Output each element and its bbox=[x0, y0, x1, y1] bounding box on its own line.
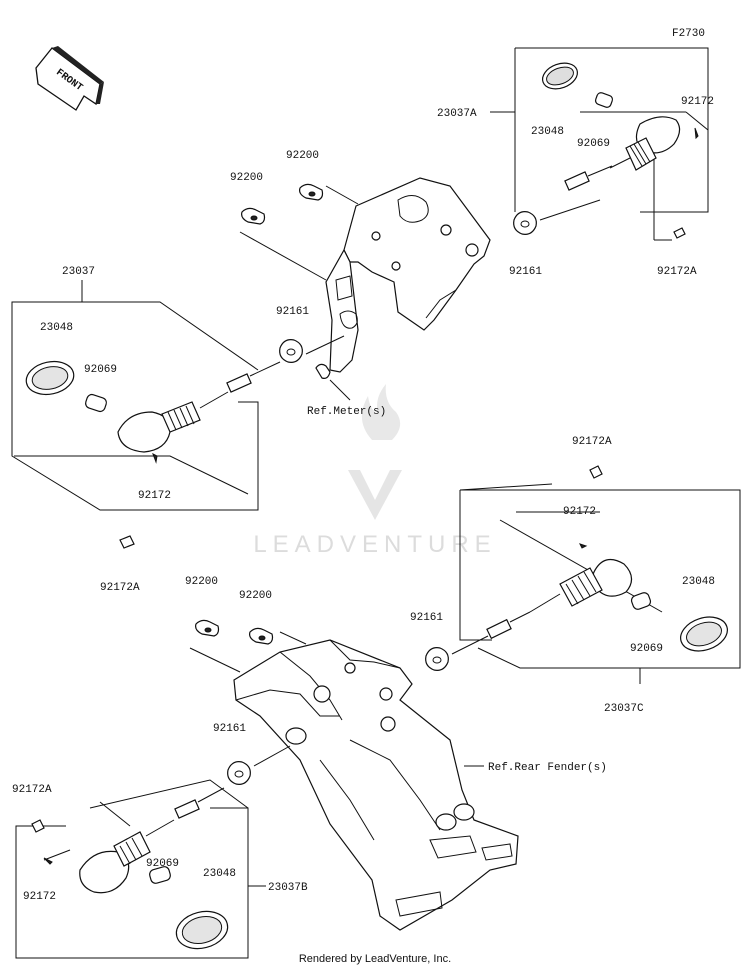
lens-23048 bbox=[680, 616, 728, 652]
label-92172a: 92172A bbox=[100, 582, 140, 594]
label-23037: 23037 bbox=[62, 266, 95, 278]
label-92200-right: 92200 bbox=[239, 590, 272, 602]
label-92069: 92069 bbox=[84, 364, 117, 376]
label-23048: 23048 bbox=[40, 322, 73, 334]
label-92069: 92069 bbox=[630, 643, 663, 655]
label-23048: 23048 bbox=[203, 868, 236, 880]
signal-stem bbox=[113, 831, 151, 867]
label-92172a: 92172A bbox=[657, 266, 697, 278]
label-92172a: 92172A bbox=[12, 784, 52, 796]
connector bbox=[174, 799, 200, 819]
label-92172: 92172 bbox=[563, 506, 596, 518]
label-92069: 92069 bbox=[577, 138, 610, 150]
bolt-92172a bbox=[673, 227, 686, 239]
connector bbox=[564, 171, 590, 191]
label-92200-left: 92200 bbox=[230, 172, 263, 184]
signal-stem bbox=[161, 401, 201, 433]
bulb-92069 bbox=[630, 592, 652, 610]
front-arrow-icon: FRONT bbox=[35, 46, 104, 111]
label-92069: 92069 bbox=[146, 858, 179, 870]
label-92200-left: 92200 bbox=[185, 576, 218, 588]
connector bbox=[226, 373, 252, 393]
label-92161: 92161 bbox=[410, 612, 443, 624]
signal-stem bbox=[559, 567, 603, 607]
label-92172: 92172 bbox=[681, 96, 714, 108]
meter-bracket: 92200 92200 92161 Ref.Meter(s) bbox=[230, 150, 491, 418]
label-23048: 23048 bbox=[682, 576, 715, 588]
label-92161: 92161 bbox=[213, 723, 246, 735]
fender-body bbox=[233, 639, 519, 931]
label-92200-right: 92200 bbox=[286, 150, 319, 162]
assembly-23037: 23037 23048 92069 92172 92172A bbox=[11, 266, 281, 594]
screw-92172 bbox=[43, 857, 53, 865]
bracket-leg bbox=[325, 248, 359, 373]
rear-fender-bracket: 92200 92200 92161 Ref.Rear Fender(s) bbox=[185, 576, 607, 931]
label-92172: 92172 bbox=[23, 891, 56, 903]
signal-housing bbox=[79, 850, 130, 894]
label-23037a: 23037A bbox=[437, 108, 477, 120]
label-92161: 92161 bbox=[509, 266, 542, 278]
label-23048: 23048 bbox=[531, 126, 564, 138]
ref-meter: Ref.Meter(s) bbox=[307, 406, 386, 418]
screw-92172 bbox=[579, 543, 588, 549]
assembly-23037a: 23037A 23048 92069 92172 92172A 92161 bbox=[437, 47, 714, 278]
bulb-92069 bbox=[149, 866, 171, 884]
bulb-92069 bbox=[594, 92, 614, 108]
assembly-23037b: 92172A 92172 92069 23048 23037B bbox=[12, 779, 308, 959]
leadventure-watermark: LEADVENTURE bbox=[253, 384, 496, 558]
signal-housing bbox=[117, 411, 171, 453]
ref-rear-fender: Ref.Rear Fender(s) bbox=[488, 762, 607, 774]
bolt-92172a bbox=[119, 535, 135, 549]
lens-23048 bbox=[541, 62, 579, 90]
connector bbox=[486, 618, 512, 640]
assembly-23037c: 92172A 92172 23048 92069 23037C 92161 bbox=[410, 436, 741, 715]
watermark-text: LEADVENTURE bbox=[253, 531, 496, 558]
signal-stem bbox=[625, 137, 657, 171]
wire-clip bbox=[315, 363, 331, 379]
label-92172a: 92172A bbox=[572, 436, 612, 448]
lens-23048 bbox=[25, 360, 75, 396]
label-92172: 92172 bbox=[138, 490, 171, 502]
bulb-92069 bbox=[85, 393, 107, 413]
label-92161: 92161 bbox=[276, 306, 309, 318]
bolt-92172a bbox=[589, 465, 603, 479]
figure-code: F2730 bbox=[672, 28, 705, 40]
screw-92172 bbox=[152, 452, 158, 464]
screw-92172 bbox=[694, 127, 699, 140]
bolt-92172a bbox=[31, 819, 45, 833]
label-23037c: 23037C bbox=[604, 703, 644, 715]
footer-credit: Rendered by LeadVenture, Inc. bbox=[299, 953, 451, 965]
label-23037b: 23037B bbox=[268, 882, 308, 894]
lens-23048 bbox=[175, 910, 229, 950]
